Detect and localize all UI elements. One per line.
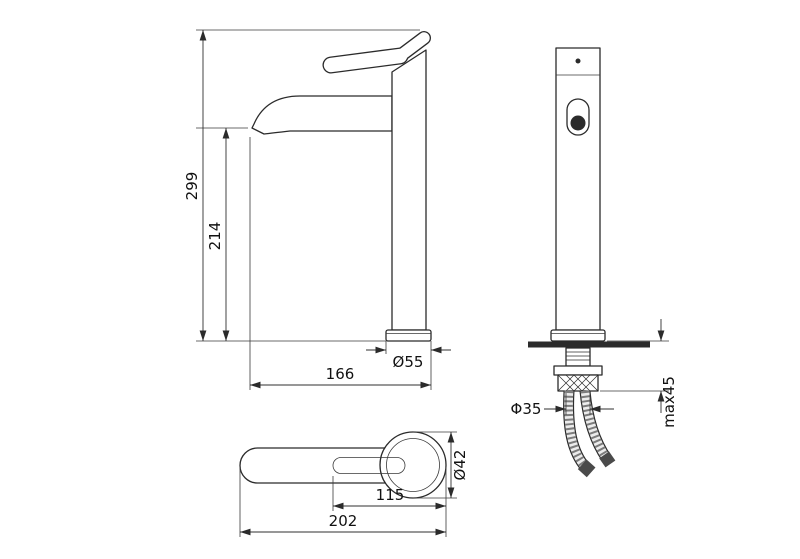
dim-base-diameter: Ø55 — [393, 353, 424, 371]
dim-overall-length: 202 — [329, 512, 358, 530]
nut-hatching — [557, 374, 599, 392]
handle-inner-slot — [332, 457, 406, 474]
mounting-washer — [553, 365, 603, 376]
fixing-nut — [557, 374, 599, 392]
spout — [251, 95, 393, 135]
flexible-hoses — [563, 390, 616, 478]
body-inner-circle — [386, 438, 440, 492]
faucet-body-front — [555, 47, 601, 331]
dim-spout-reach: 166 — [326, 365, 355, 383]
dim-spout-height: 214 — [206, 222, 224, 251]
faucet-side-view: 299 214 166 Ø55 — [183, 29, 451, 390]
faucet-body-side — [391, 49, 427, 331]
set-screw-hole — [575, 58, 581, 64]
faucet-top-view: Ø42 115 202 — [239, 431, 469, 537]
mounting-deck — [528, 341, 650, 348]
hose-fitting — [577, 459, 596, 478]
dim-max-thickness: max45 — [660, 376, 678, 428]
dim-inner-length: 115 — [376, 486, 405, 504]
base-flange-front — [550, 329, 606, 342]
handle-lever — [322, 31, 431, 74]
dim-hole-diameter: Φ35 — [511, 400, 542, 418]
base-flange-side — [385, 329, 432, 342]
hose-fitting — [599, 451, 616, 468]
threaded-shank — [565, 347, 591, 367]
spout-outlet-hole — [570, 115, 586, 131]
faucet-front-view: Φ35 max45 — [511, 47, 678, 478]
dim-total-height: 299 — [183, 172, 201, 201]
dim-circle-diameter: Ø42 — [451, 450, 469, 481]
